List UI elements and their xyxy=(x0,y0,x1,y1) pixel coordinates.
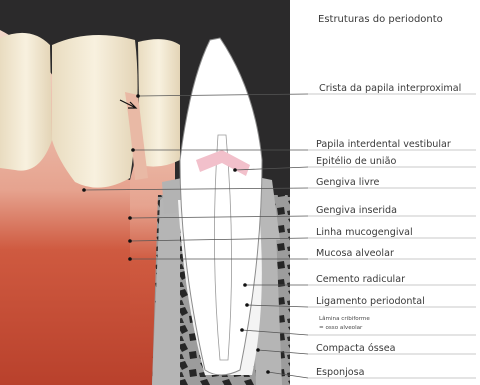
svg-text:Lâmina cribiforme: Lâmina cribiforme xyxy=(319,315,370,322)
svg-text:Cemento radicular: Cemento radicular xyxy=(316,274,405,285)
label-crista: Crista da papila interproximal xyxy=(308,83,476,94)
svg-text:Gengiva inserida: Gengiva inserida xyxy=(316,205,397,216)
svg-text:Ligamento periodontal: Ligamento periodontal xyxy=(316,296,425,307)
svg-text:Linha mucogengival: Linha mucogengival xyxy=(316,227,413,238)
tooth-right xyxy=(138,39,180,167)
svg-text:Mucosa alveolar: Mucosa alveolar xyxy=(316,248,394,259)
svg-text:Epitélio de união: Epitélio de união xyxy=(316,155,396,167)
diagram-title: Estruturas do periodonto xyxy=(318,14,443,25)
svg-text:Papila interdental vestibular: Papila interdental vestibular xyxy=(316,139,451,150)
svg-text:Gengiva livre: Gengiva livre xyxy=(316,177,380,188)
svg-text:= osso alveolar: = osso alveolar xyxy=(319,325,363,331)
svg-text:Crista da papila interproximal: Crista da papila interproximal xyxy=(319,83,461,94)
svg-text:Compacta óssea: Compacta óssea xyxy=(316,342,396,354)
tooth-center xyxy=(52,35,138,188)
svg-text:Esponjosa: Esponjosa xyxy=(316,367,365,378)
label-papila-vestibular: Papila interdental vestibular xyxy=(308,139,476,150)
tooth-left xyxy=(0,33,52,171)
